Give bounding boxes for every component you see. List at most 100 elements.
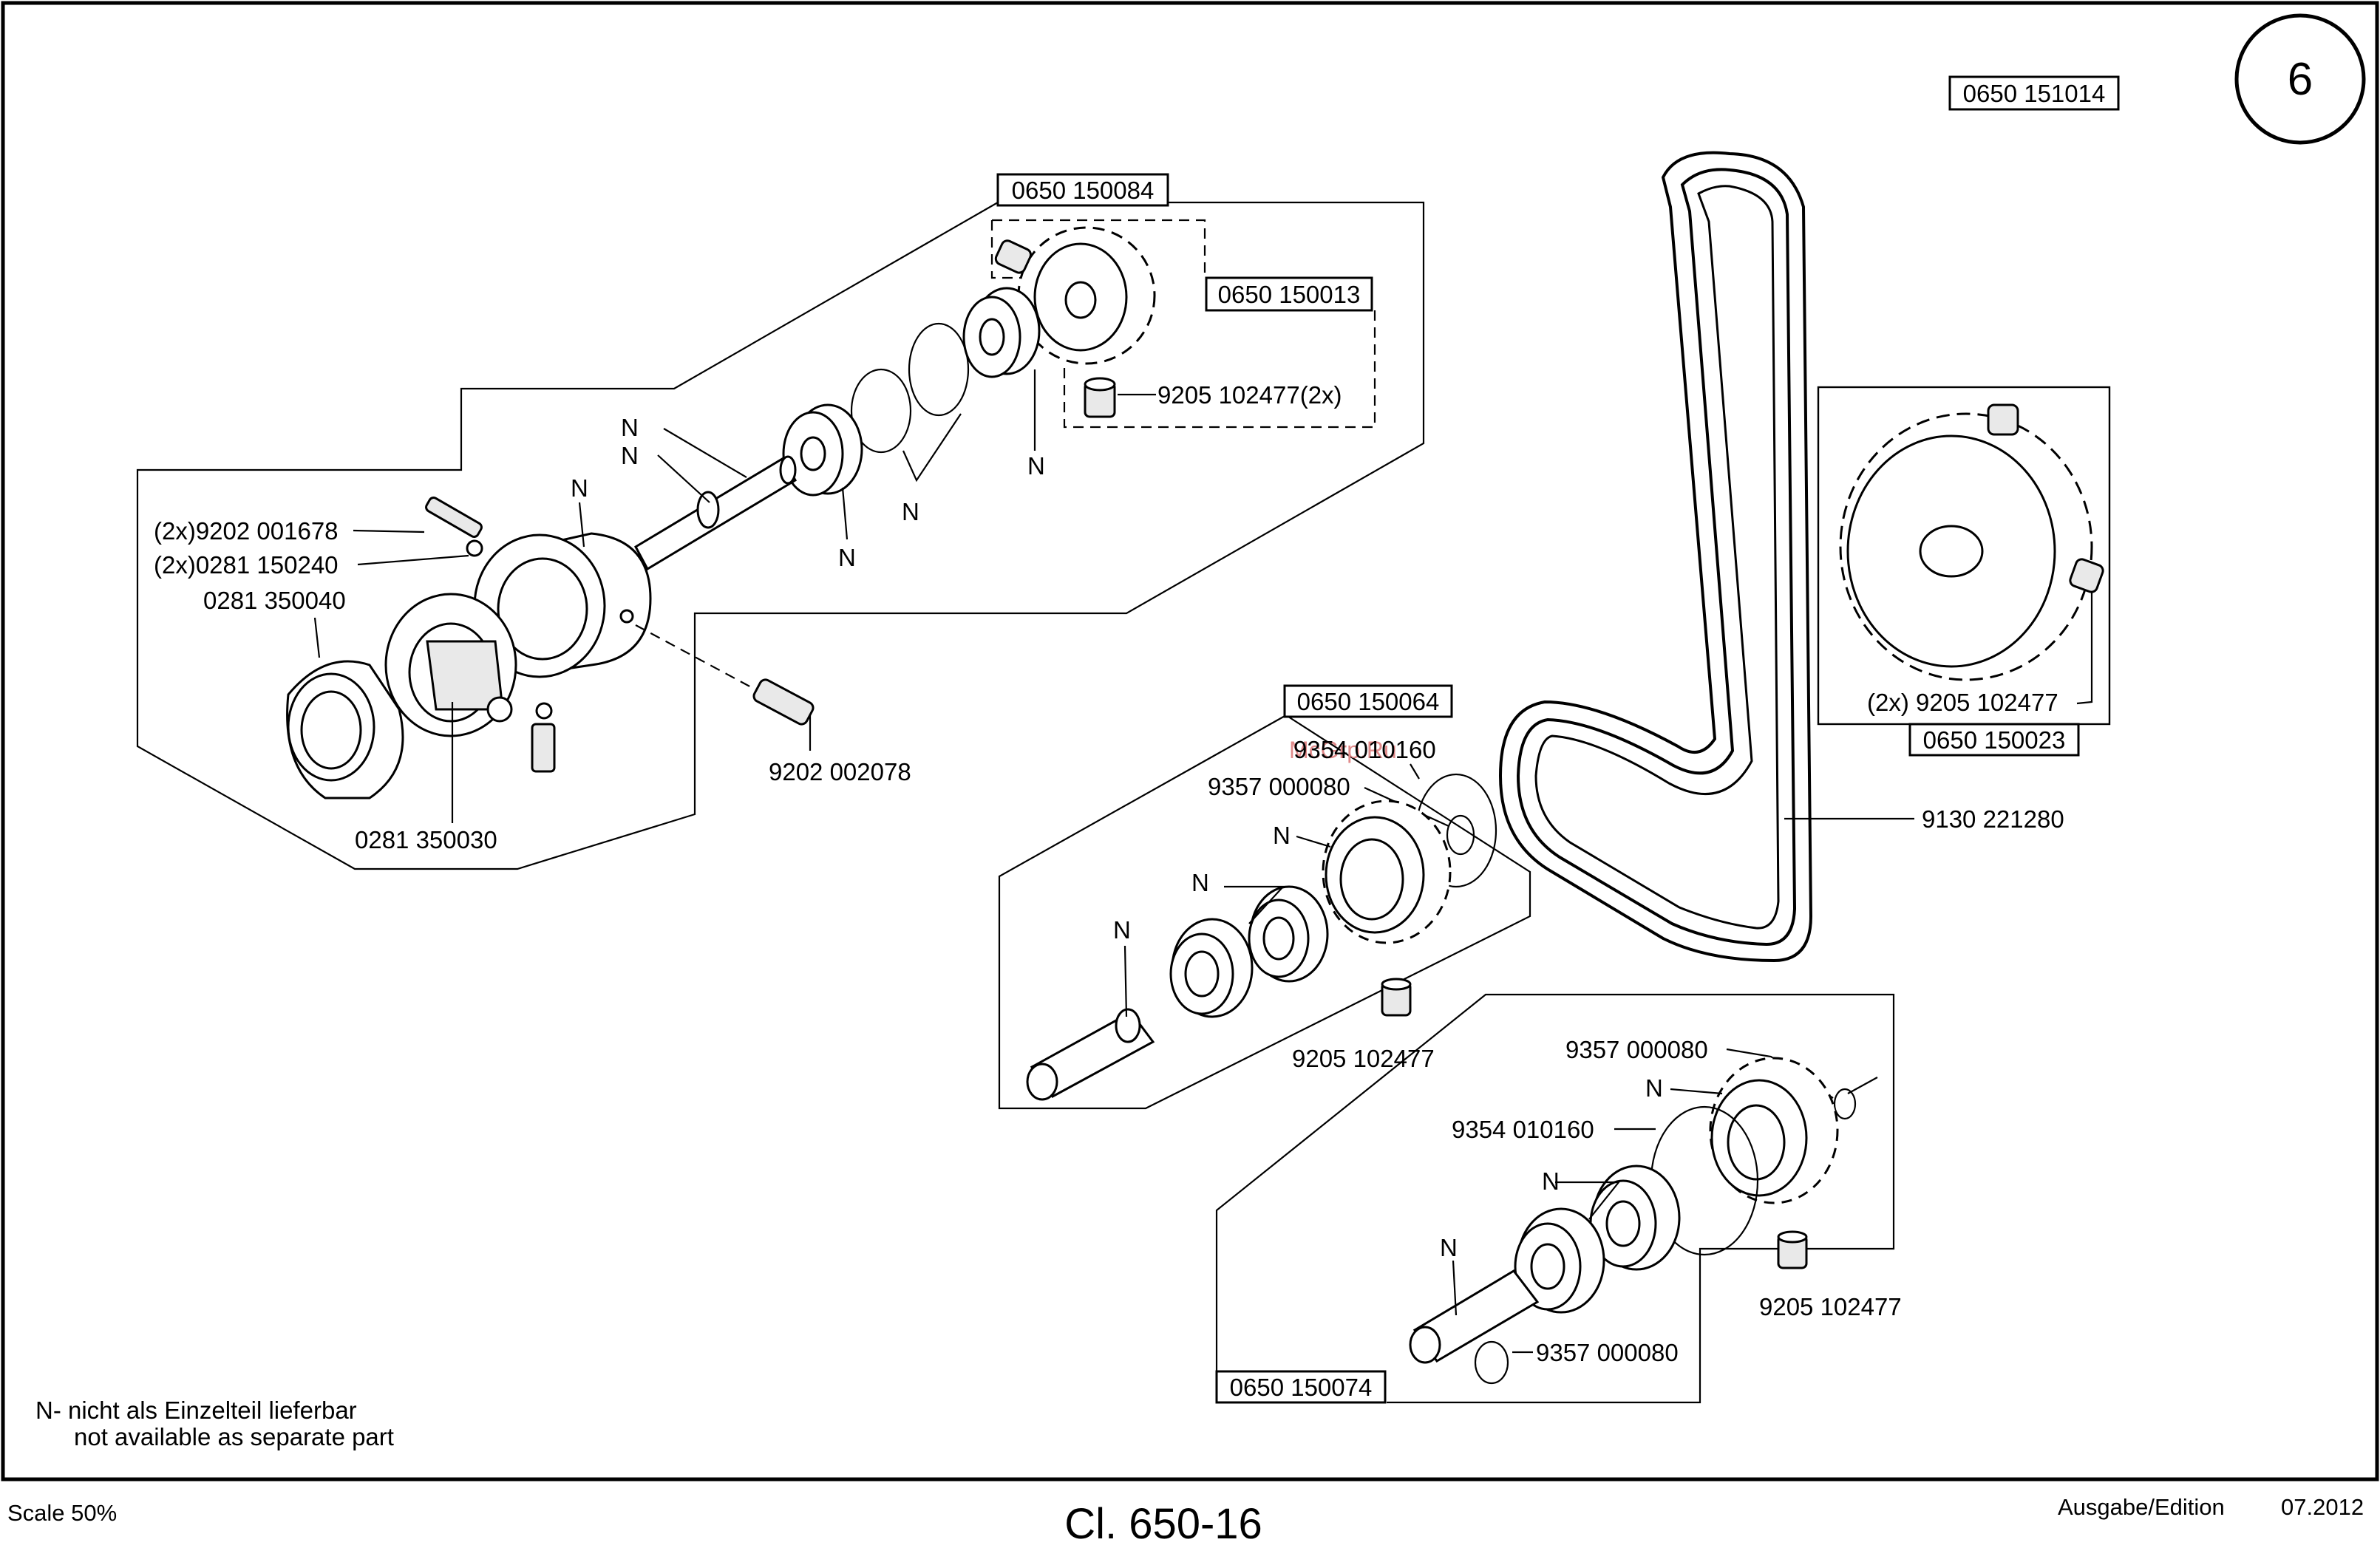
watermark: McGrp.Ru <box>1289 737 1397 763</box>
upper-left-group-number: 0650 150084 <box>1012 177 1155 204</box>
upper-left-group-outline <box>136 201 1425 870</box>
clip-icon <box>1446 814 1475 856</box>
leader-line <box>1224 885 1285 924</box>
footer-edition-label: Ausgabe/Edition <box>2058 1494 2225 1520</box>
leader-line <box>663 428 747 478</box>
axis-line <box>635 624 755 689</box>
leader-line <box>353 529 425 533</box>
n-marker: N <box>838 544 856 571</box>
right-gear-group-box <box>1908 723 2080 757</box>
lower-gear <box>1709 1057 1839 1204</box>
middle-gear <box>1322 799 1452 944</box>
n-marker: N <box>621 442 639 469</box>
leader-line <box>357 554 469 566</box>
n-marker: N <box>1440 1234 1458 1261</box>
n-marker: N <box>1027 452 1045 480</box>
drawing-number: 0650 151014 <box>1963 80 2106 107</box>
cam-plate <box>384 593 517 737</box>
lower-group-number: 0650 150074 <box>1230 1374 1373 1401</box>
middle-shaft <box>1026 1008 1155 1101</box>
drawing-frame <box>1 1 2379 1481</box>
n-marker: N <box>1542 1167 1560 1195</box>
label-screw-side: 9202 002078 <box>769 758 911 785</box>
clip-icon <box>1833 1088 1857 1120</box>
footer-model: Cl. 650-16 <box>1064 1500 1262 1544</box>
label-bushing: 0281 350040 <box>203 587 346 614</box>
axis-line <box>1847 1077 1878 1094</box>
label-set-screw-mid: 9205 102477 <box>1292 1045 1435 1072</box>
label-clip-lower-top: 9357 000080 <box>1565 1036 1708 1063</box>
middle-group-number: 0650 150064 <box>1297 688 1440 715</box>
n-marker: N <box>571 474 588 502</box>
screw-icon <box>531 702 556 773</box>
lower-group-box <box>1215 1370 1387 1404</box>
leader-line <box>1670 1088 1723 1095</box>
n-marker: N <box>621 414 639 441</box>
gear-group-box <box>1205 276 1373 312</box>
retaining-ring-icon <box>850 368 912 454</box>
bushing-flange <box>286 660 404 799</box>
set-screw-icon <box>1381 978 1412 1017</box>
lower-group-outline <box>1215 993 1895 1404</box>
drawing-number-box <box>1948 75 2120 111</box>
bearing-middle-upper <box>782 403 863 497</box>
n-marker: N <box>1113 916 1131 944</box>
leader-line <box>2076 591 2093 705</box>
set-screw-icon <box>994 239 1032 274</box>
bearing-lower <box>1514 1207 1605 1314</box>
set-screw-icon <box>2069 558 2104 593</box>
leader-line <box>657 454 710 503</box>
screw-icon <box>425 497 483 538</box>
set-screw-icon <box>1084 377 1116 418</box>
gear-group-number: 0650 150013 <box>1218 281 1361 308</box>
label-set-screw-right-2x: (2x) 9205 102477 <box>1867 689 2058 716</box>
footer-edition-date: 07.2012 <box>2281 1494 2364 1520</box>
leader-line <box>578 502 585 548</box>
middle-group-box <box>1283 684 1453 718</box>
n-marker: N <box>902 498 919 525</box>
leader-line <box>1123 945 1128 1017</box>
n-marker: N <box>1645 1074 1663 1102</box>
gear-group-dashed-bottom <box>1063 310 1376 429</box>
label-washer-2x: (2x)0281 150240 <box>154 551 339 579</box>
bearing-lower <box>1589 1165 1681 1271</box>
label-set-screw-2x-upper: 9205 102477(2x) <box>1157 381 1342 409</box>
clip-icon <box>1474 1340 1509 1385</box>
bearing-mid <box>1248 885 1329 983</box>
leader-line <box>1452 1260 1458 1316</box>
leader-line <box>1555 1181 1621 1220</box>
label-screw-2x: (2x)9202 001678 <box>154 517 339 545</box>
n-marker: N <box>1273 822 1291 849</box>
upper-left-group-box <box>996 173 1169 207</box>
retaining-ring-icon <box>908 322 970 417</box>
set-screw-icon <box>1987 403 2019 436</box>
middle-group-outline <box>998 715 1531 1110</box>
lower-shaft <box>1409 1269 1540 1364</box>
label-ring-lower: 9354 010160 <box>1452 1116 1594 1143</box>
small-gear <box>1017 226 1156 365</box>
washer-icon <box>466 539 483 557</box>
leader-line <box>1410 763 1420 780</box>
label-belt: 9130 221280 <box>1922 805 2064 833</box>
leader-line <box>1296 835 1331 848</box>
bearing-upper <box>962 287 1041 378</box>
footer-scale: Scale 50% <box>7 1500 117 1526</box>
hub-cylinder <box>473 532 652 678</box>
label-clip-lower-bottom: 9357 000080 <box>1536 1339 1679 1366</box>
leader-line <box>902 413 962 483</box>
upper-shaft <box>634 455 797 571</box>
gear-group-dashed-top <box>992 219 1206 278</box>
timing-belt <box>1498 151 1813 963</box>
legend-line-1: N- nicht als Einzelteil lieferbar <box>35 1397 357 1424</box>
label-clip-mid: 9357 000080 <box>1208 773 1350 800</box>
page-number-circle <box>2234 13 2366 145</box>
label-set-screw-lower: 9205 102477 <box>1759 1293 1902 1320</box>
leader-line <box>313 617 321 658</box>
bearing-mid <box>1169 918 1254 1018</box>
n-marker: N <box>1191 869 1209 896</box>
label-ring-mid-visible: 9354 010160 <box>1293 736 1436 763</box>
legend-line-2: not available as separate part <box>74 1423 394 1450</box>
leader-line <box>841 487 849 540</box>
